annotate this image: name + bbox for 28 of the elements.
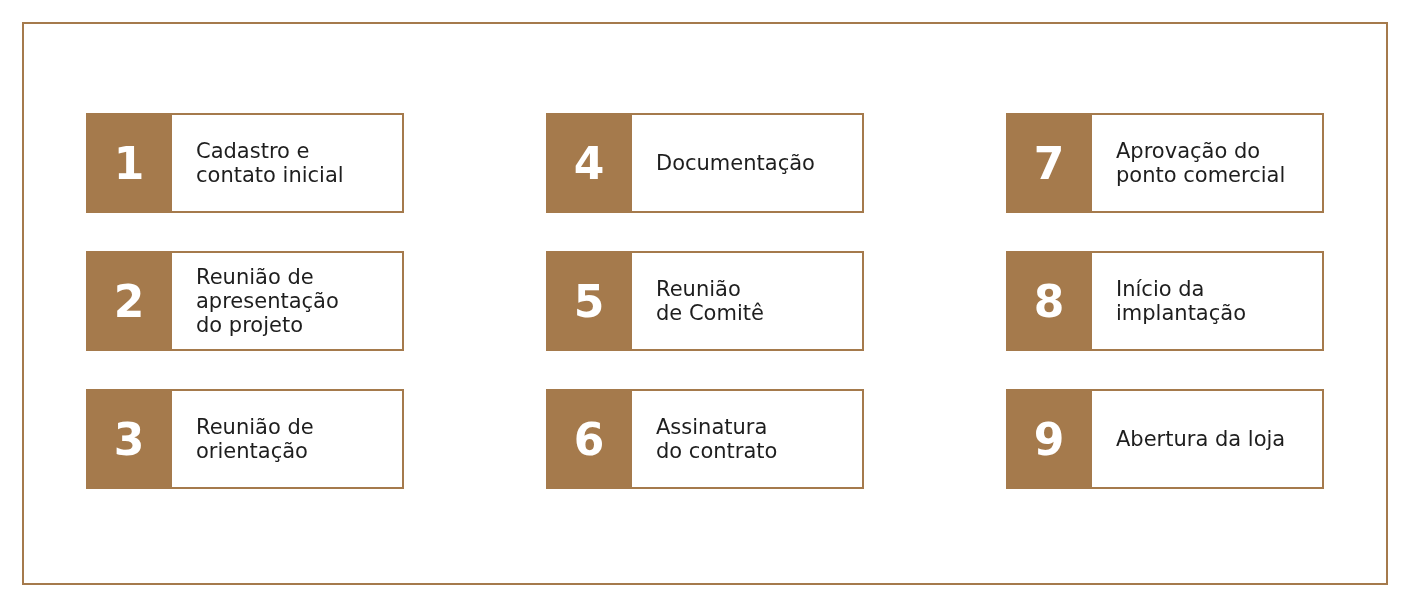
step-card [1006,389,1324,489]
step-number: 8 [1006,251,1092,351]
step-label: Assinatura do contrato [656,415,779,463]
step-number: 5 [546,251,632,351]
step-card [86,389,404,489]
step-label: Reunião de apresentação do projeto [196,265,340,337]
step-card [1006,251,1324,351]
step-card [546,389,864,489]
step-card [1006,113,1324,213]
step-number: 9 [1006,389,1092,489]
step-label: Início da implantação [1116,277,1247,325]
step-label: Documentação [656,151,815,175]
step-number: 1 [86,113,172,213]
step-card [546,113,864,213]
step-label: Reunião de orientação [196,415,315,463]
step-label: Cadastro e contato inicial [196,139,345,187]
step-number: 6 [546,389,632,489]
step-number: 2 [86,251,172,351]
step-number: 4 [546,113,632,213]
step-card [86,113,404,213]
step-label: Abertura da loja [1116,427,1286,451]
step-label: Aprovação do ponto comercial [1116,139,1287,187]
step-label: Reunião de Comitê [656,277,765,325]
step-card [86,251,404,351]
step-number: 3 [86,389,172,489]
step-card [546,251,864,351]
outer-frame [22,22,1388,585]
step-number: 7 [1006,113,1092,213]
